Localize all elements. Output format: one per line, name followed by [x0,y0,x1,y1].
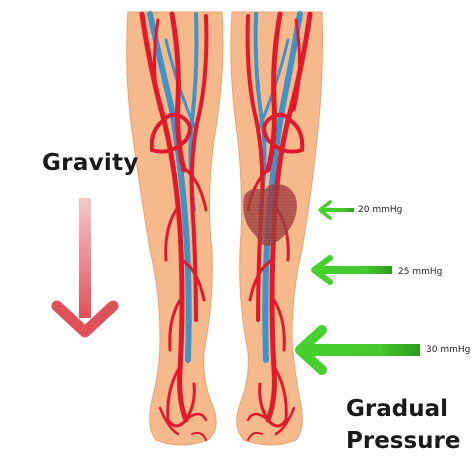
pressure-label-30: 30 mmHg [426,345,471,355]
left-leg [126,11,224,446]
pressure-arrow-30 [295,325,420,375]
gradual-label: Gradual [346,396,448,422]
ulcer-patch [243,183,297,246]
right-leg [230,11,323,446]
gravity-label: Gravity [42,150,139,176]
pressure-label-20: 20 mmHg [358,205,403,215]
pressure-label: Pressure [346,428,461,454]
gravity-arrow [51,198,119,338]
left-leg-arteries [139,11,209,441]
pressure-label-25: 25 mmHg [398,267,443,277]
pressure-arrow-20 [318,200,354,220]
pressure-arrow-25 [311,255,392,285]
